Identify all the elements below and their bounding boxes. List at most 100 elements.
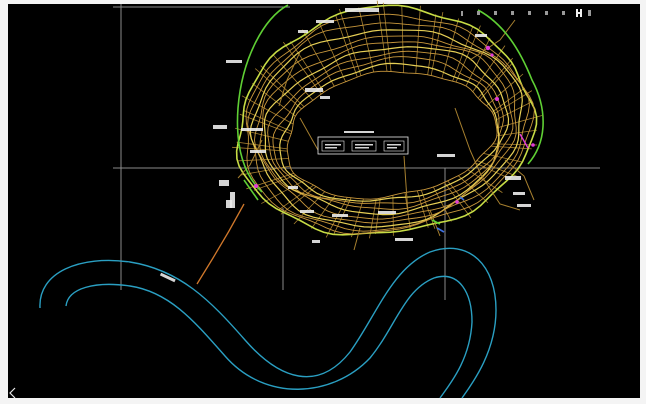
drainage-line bbox=[469, 19, 516, 61]
slope-hachure-line bbox=[472, 45, 506, 92]
annotation-label bbox=[250, 150, 266, 153]
slope-hachure-line bbox=[272, 54, 314, 101]
toolbar-icon[interactable] bbox=[511, 11, 514, 15]
annotation-label bbox=[226, 60, 242, 63]
site-boundary-line bbox=[243, 179, 259, 201]
drainage-line bbox=[454, 107, 471, 151]
annotation-label bbox=[332, 214, 348, 217]
slope-hachure-line bbox=[252, 83, 296, 117]
annotation-label bbox=[517, 204, 531, 207]
survey-markers bbox=[254, 45, 535, 233]
title-block-text bbox=[325, 144, 341, 146]
title-block-text bbox=[355, 144, 373, 146]
title-block-frame bbox=[317, 136, 409, 155]
annotation-label bbox=[159, 272, 176, 283]
ucs-icon bbox=[9, 387, 16, 399]
annotation-label bbox=[395, 238, 413, 241]
title-block bbox=[317, 131, 409, 155]
title-block-cell bbox=[383, 140, 405, 152]
drainage-line bbox=[429, 209, 441, 237]
annotation-label bbox=[298, 30, 308, 33]
access-road-line bbox=[196, 203, 245, 285]
annotation-labels bbox=[213, 8, 531, 243]
contour-line bbox=[279, 62, 500, 202]
annotation-label bbox=[241, 128, 263, 131]
annotation-label bbox=[378, 211, 396, 214]
slope-hachure-line bbox=[401, 5, 404, 73]
title-block-cell bbox=[321, 140, 345, 152]
drainage-line bbox=[353, 227, 361, 251]
annotation-label bbox=[230, 192, 235, 208]
site-boundary-line bbox=[236, 4, 289, 193]
drainage-line bbox=[299, 117, 319, 151]
annotation-label bbox=[288, 186, 298, 189]
contour-line bbox=[245, 13, 535, 235]
drainage-line bbox=[469, 149, 521, 211]
annotation-label bbox=[312, 240, 320, 243]
drainage-line bbox=[278, 51, 301, 107]
slope-hachure-line bbox=[253, 174, 296, 191]
drainage-line bbox=[403, 155, 409, 215]
survey-marker bbox=[459, 196, 465, 201]
survey-marker bbox=[495, 97, 499, 101]
slope-hachure-line bbox=[260, 65, 305, 108]
toolbar-icon[interactable] bbox=[477, 11, 480, 15]
slope-hachure-line bbox=[232, 146, 288, 152]
title-block-text bbox=[355, 147, 369, 149]
contour-line bbox=[267, 50, 504, 210]
slope-hachure-line bbox=[476, 160, 518, 178]
title-block-cell bbox=[351, 140, 377, 152]
toolbar-icon[interactable] bbox=[494, 11, 497, 15]
survey-marker bbox=[436, 227, 445, 233]
annotation-label bbox=[505, 176, 521, 180]
title-block-text bbox=[325, 147, 337, 149]
slope-hachure-line bbox=[477, 57, 513, 99]
slope-hachure-line bbox=[494, 101, 532, 121]
river-channel bbox=[39, 247, 497, 399]
survey-marker bbox=[531, 143, 535, 147]
slope-hachure-line bbox=[415, 5, 421, 74]
toolbar-icon[interactable] bbox=[545, 11, 548, 15]
river-bank-line bbox=[65, 275, 473, 399]
annotation-label bbox=[316, 20, 334, 23]
annotation-label bbox=[300, 210, 314, 213]
slope-hachure-line bbox=[433, 186, 452, 222]
annotation-label bbox=[305, 88, 323, 92]
annotation-label bbox=[345, 8, 379, 12]
slope-hachure-line bbox=[375, 198, 381, 235]
survey-marker bbox=[455, 200, 459, 204]
slope-hachure-line bbox=[358, 7, 375, 73]
slope-hachure-line bbox=[338, 8, 362, 76]
drainage-line bbox=[237, 139, 263, 179]
slope-hachure-line bbox=[420, 190, 436, 229]
site-boundary bbox=[236, 4, 544, 225]
survey-marker bbox=[254, 184, 258, 188]
contour-line bbox=[259, 41, 514, 220]
annotation-label bbox=[320, 96, 330, 99]
contour-line bbox=[272, 56, 500, 204]
slope-hachure-line bbox=[236, 141, 288, 150]
survey-marker bbox=[490, 53, 494, 57]
title-block-text bbox=[387, 144, 401, 146]
annotation-label bbox=[475, 34, 487, 37]
contour-ring bbox=[232, 0, 543, 239]
river-bank-line bbox=[39, 247, 497, 399]
viewport-toolbar bbox=[461, 9, 591, 17]
toolbar-icon[interactable] bbox=[588, 10, 591, 16]
toolbar-icon[interactable] bbox=[576, 9, 582, 17]
site-boundary-line bbox=[477, 9, 544, 165]
annotation-label bbox=[213, 125, 227, 129]
toolbar-icon[interactable] bbox=[461, 11, 463, 16]
slope-hachure-line bbox=[243, 109, 293, 132]
toolbar-icon[interactable] bbox=[562, 11, 565, 15]
slope-hachure-line bbox=[335, 14, 358, 78]
slope-hachure-line bbox=[441, 18, 460, 79]
title-block-text bbox=[387, 147, 397, 149]
survey-marker bbox=[519, 133, 529, 149]
toolbar-icon[interactable] bbox=[528, 11, 531, 15]
site-boundary-line bbox=[431, 219, 441, 225]
title-block-heading bbox=[344, 131, 374, 133]
contour-line bbox=[286, 70, 498, 200]
slope-hachure-line bbox=[493, 90, 533, 115]
